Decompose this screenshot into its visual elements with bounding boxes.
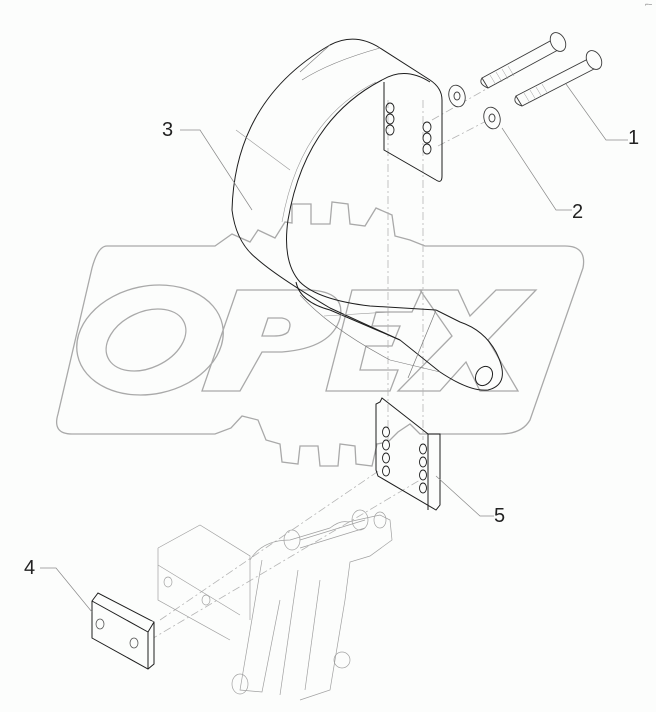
leader-4 bbox=[40, 567, 93, 613]
adapter-plate bbox=[375, 397, 441, 511]
callout-2: 2 bbox=[572, 201, 584, 223]
callout-3: 3 bbox=[162, 119, 174, 141]
assembly-centerlines bbox=[149, 87, 497, 641]
leader-2 bbox=[501, 127, 572, 211]
callout-5: 5 bbox=[494, 505, 506, 527]
callout-4: 4 bbox=[24, 557, 36, 579]
mounting-bracket-ghost bbox=[157, 509, 393, 701]
curved-shield-bracket bbox=[231, 38, 503, 391]
washers bbox=[448, 84, 501, 130]
leader-3 bbox=[180, 129, 253, 211]
small-plate bbox=[91, 592, 155, 670]
bolt-upper bbox=[480, 32, 567, 89]
callout-1: 1 bbox=[628, 127, 640, 149]
leader-1 bbox=[565, 83, 628, 141]
leader-lines bbox=[40, 83, 628, 613]
opex-watermark bbox=[55, 201, 585, 467]
corner-mark: ⌐– bbox=[645, 2, 652, 8]
bolts bbox=[480, 32, 603, 107]
bolt-lower bbox=[514, 50, 603, 107]
leader-5 bbox=[435, 475, 494, 517]
